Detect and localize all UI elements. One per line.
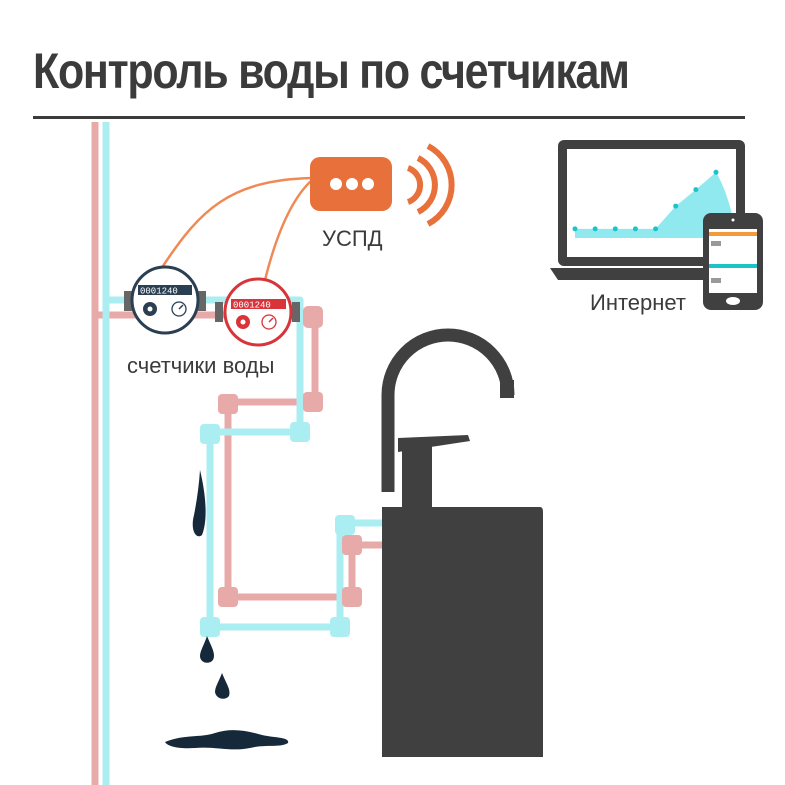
chart-point (673, 203, 679, 209)
wireless-signal-icon (406, 143, 455, 227)
uspd-label: УСПД (322, 226, 383, 251)
chart-point (612, 226, 618, 232)
chart-point (632, 226, 638, 232)
hot-water-meter: 0001240 (215, 277, 300, 347)
chart-point (653, 226, 659, 232)
chart-area (575, 172, 735, 238)
sink-cabinet (381, 328, 543, 757)
cold-meter-reading: 0001240 (140, 287, 178, 297)
chart-point (693, 187, 699, 193)
page-title: Контроль воды по счетчикам (33, 43, 630, 99)
uspd-device (310, 157, 392, 211)
meter-gauge-icon (171, 301, 187, 317)
internet-label: Интернет (590, 290, 686, 315)
chart-point (572, 226, 578, 232)
meter-gauge-icon (261, 314, 277, 330)
water-leak (165, 470, 289, 750)
title-underline (33, 116, 745, 119)
meter-wires (161, 176, 313, 281)
cold-pipe (102, 122, 382, 785)
pipe-fittings (200, 306, 362, 637)
usage-chart (572, 169, 735, 238)
hot-meter-reading: 0001240 (233, 301, 271, 311)
hot-pipe (91, 122, 382, 785)
meters-label: счетчики воды (127, 353, 274, 378)
smartphone-icon (703, 213, 763, 310)
chart-point (592, 226, 598, 232)
cold-water-meter: 0001240 (124, 265, 206, 335)
chart-point (713, 169, 719, 175)
